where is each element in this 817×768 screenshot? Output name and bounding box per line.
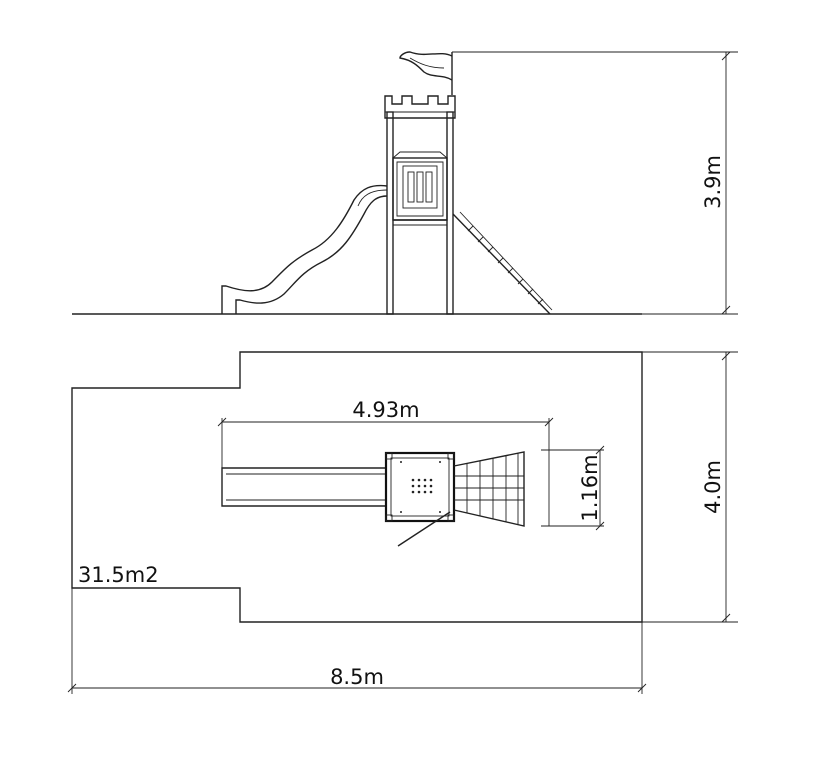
overall-length-label: 8.5m (330, 665, 384, 689)
overall-width-label: 4.0m (701, 460, 725, 514)
wave-slide-elevation (221, 184, 388, 314)
height-dimension: 3.9m (452, 51, 738, 315)
overall-width-dimension: 4.0m (642, 351, 738, 623)
equipment-width-dimension: 1.16m (541, 445, 605, 531)
climbing-net-plan (453, 451, 525, 527)
area-label: 31.5m2 (78, 563, 159, 587)
ladder-elevation (452, 211, 553, 315)
equipment-width-label: 1.16m (578, 454, 602, 521)
tower-plan (384, 451, 456, 547)
overall-length-dimension: 8.5m (67, 588, 647, 694)
flag-icon (399, 51, 453, 95)
elevation-view: 3.9m (72, 51, 738, 315)
tower-elevation (384, 95, 456, 315)
plan-view: 4.93m 1.16m 4.0m 8.5m (67, 351, 738, 694)
slide-plan (221, 467, 387, 507)
height-label: 3.9m (701, 155, 725, 209)
equipment-length-label: 4.93m (352, 398, 419, 422)
safety-area-outline (71, 351, 643, 623)
equipment-length-dimension: 4.93m (217, 398, 554, 526)
